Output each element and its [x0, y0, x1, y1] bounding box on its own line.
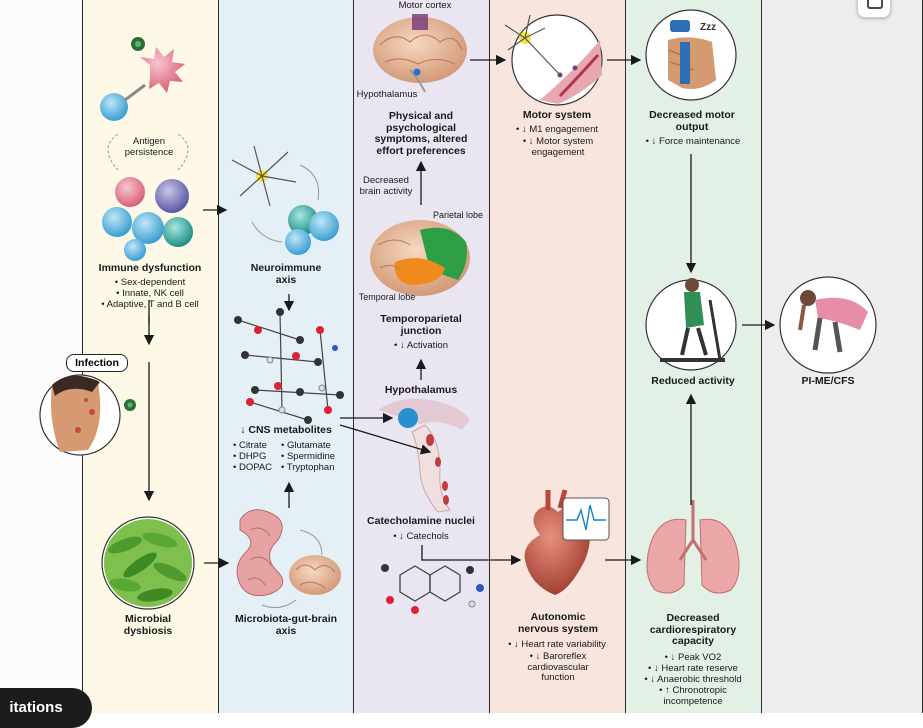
cns-metabolite-2: • DHPG [233, 451, 267, 462]
antigen-persistence-label: Antigen persistence [124, 136, 174, 158]
hypothalamus-small-label: Hypothalamus [356, 89, 418, 100]
intestine-icon [236, 509, 284, 597]
cns-metabolite-4: • Glutamate [281, 440, 331, 451]
effector-lane [489, 0, 626, 713]
cycle-arrow-left [107, 133, 119, 171]
immune-item-2: • Innate, NK cell [116, 288, 184, 299]
microglia-icon [231, 145, 297, 207]
zzz-icon: Zzz [700, 22, 716, 33]
immune-cells-icon [102, 177, 193, 261]
immune-item-3: • Adaptive, T and B cell [101, 299, 199, 310]
catecholamine-nuclei-title: Catecholamine nuclei [367, 515, 475, 527]
limitations-pill[interactable]: itations [0, 688, 92, 728]
metabolites-icon [234, 308, 344, 424]
neuroimmune-axis-title: Neuroimmune axis [250, 262, 322, 286]
axis-lane [218, 0, 354, 713]
tpj-activation-item: • ↓ Activation [393, 340, 449, 351]
decreased-cardiorespiratory-title: Decreased cardiorespiratory capacity [649, 612, 737, 647]
ans-item-1: • ↓ Heart rate variability [508, 639, 606, 650]
cardio-item-2: • ↓ Heart rate reserve [648, 663, 738, 674]
diagram-graphics: Zzz [39, 9, 877, 614]
cycle-arrow [299, 164, 320, 201]
cardio-item-1: • ↓ Peak VO2 [664, 652, 722, 663]
microbiota-gut-brain-title: Microbiota-gut-brain axis [234, 613, 338, 637]
hand-grip-icon: Zzz [645, 9, 737, 101]
lobes-brain-icon [370, 220, 470, 296]
infection-label: Infection [66, 354, 128, 372]
treadmill-icon [645, 278, 737, 371]
parietal-lobe-label: Parietal lobe [432, 210, 484, 220]
gut-brain-icon [289, 555, 341, 595]
hypothalamus-title: Hypothalamus [384, 384, 458, 396]
temporoparietal-junction-title: Temporoparietal junction [380, 313, 462, 337]
cycle-arrow-right [177, 133, 189, 171]
immune-dysfunction-title: Immune dysfunction [98, 262, 202, 274]
brain-lane [353, 0, 490, 713]
t-cell-icon [100, 83, 146, 121]
expand-icon[interactable] [857, 0, 891, 18]
temporal-lobe-label: Temporal lobe [358, 292, 416, 302]
ecg-icon [562, 497, 610, 541]
reduced-activity-title: Reduced activity [651, 375, 735, 387]
lungs-icon [646, 500, 740, 594]
hypothalamus-brainstem-icon [378, 398, 470, 513]
force-maintenance-item: • ↓ Force maintenance [645, 136, 741, 147]
ans-item-2: • ↓ Baroreflex cardiovascular function [527, 651, 589, 683]
cns-metabolites-title: ↓ CNS metabolites [240, 424, 332, 436]
virus-icon [131, 37, 145, 51]
dendritic-cell-icon [140, 47, 185, 93]
cns-metabolite-3: • DOPAC [233, 462, 273, 473]
microbiome-icon [101, 516, 195, 610]
motor-neuron-icon [504, 14, 603, 106]
cns-metabolite-6: • Tryptophan [281, 462, 335, 473]
fatigued-person-icon [779, 276, 877, 374]
decreased-brain-activity-label: Decreased brain activity [359, 175, 413, 197]
catechols-item: • ↓ Catechols [393, 531, 449, 542]
physical-symptoms-title: Physical and psychological symptoms, alt… [374, 110, 468, 157]
motor-item-1: • ↓ M1 engagement [515, 124, 598, 135]
decreased-motor-output-title: Decreased motor output [649, 109, 735, 133]
motor-cortex-label: Motor cortex [398, 0, 452, 11]
cardio-item-3: • ↓ Anaerobic threshold [644, 674, 742, 685]
neuro-immune-cells-icon [285, 205, 339, 255]
motor-cortex-brain-icon [373, 14, 467, 93]
motor-system-title: Motor system [522, 109, 592, 121]
pi-me-cfs-title: PI-ME/CFS [801, 375, 855, 387]
catechol-molecule-icon [381, 564, 484, 614]
cardio-item-4: • ↑ Chronotropic incompetence [659, 685, 727, 707]
autonomic-nervous-system-title: Autonomic nervous system [518, 611, 598, 635]
infected-person-icon [39, 374, 136, 456]
cns-metabolite-1: • Citrate [233, 440, 267, 451]
immune-item-1: • Sex-dependent [114, 277, 186, 288]
cns-metabolite-5: • Spermidine [281, 451, 336, 462]
motor-item-2: • ↓ Motor system engagement [522, 136, 594, 158]
microbial-dysbiosis-title: Microbial dysbiosis [123, 613, 173, 637]
